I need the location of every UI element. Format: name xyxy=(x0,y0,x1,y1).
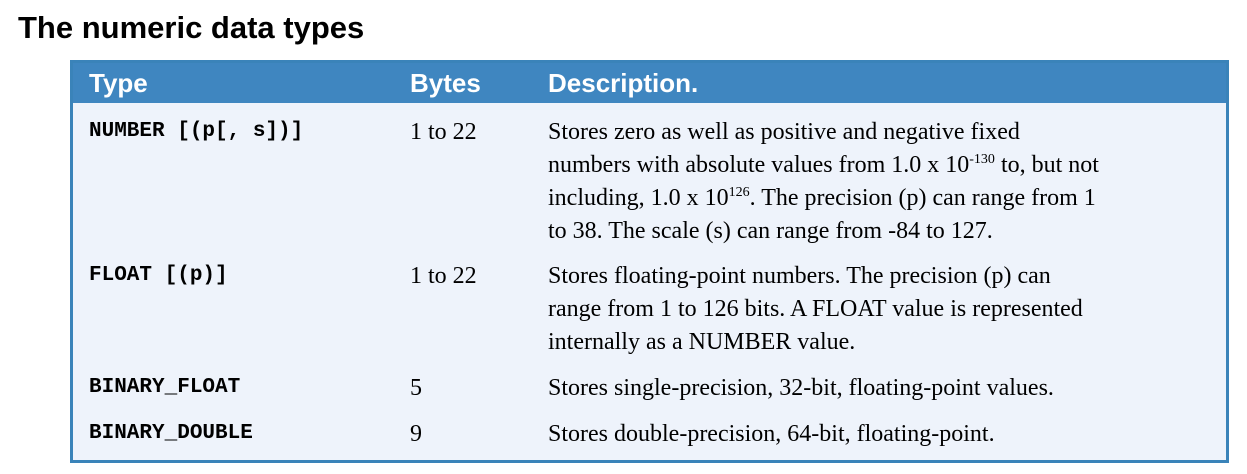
description-line: Stores zero as well as positive and nega… xyxy=(548,119,1020,145)
description-line: Stores floating-point numbers. The preci… xyxy=(548,263,1051,289)
bytes-cell: 5 xyxy=(410,375,422,401)
header-description: Description. xyxy=(548,68,699,98)
description-cell: Stores double-precision, 64-bit, floatin… xyxy=(548,418,1208,451)
description-text: to, but not xyxy=(994,152,1099,178)
description-cell: Stores zero as well as positive and nega… xyxy=(548,116,1208,248)
bytes-cell: 1 to 22 xyxy=(410,263,477,289)
description-line: Stores double-precision, 64-bit, floatin… xyxy=(548,421,995,447)
description-line: to 38. The scale (s) can range from -84 … xyxy=(548,218,993,244)
page-title: The numeric data types xyxy=(18,10,365,45)
description-line: including, 1.0 x 10126. The precision (p… xyxy=(548,182,1208,215)
bytes-cell: 9 xyxy=(410,421,422,447)
description-text: . The precision (p) can range from 1 xyxy=(749,185,1096,211)
description-cell: Stores floating-point numbers. The preci… xyxy=(548,260,1208,359)
description-text: including, 1.0 x 10 xyxy=(548,185,729,211)
type-cell: FLOAT [(p)] xyxy=(89,264,228,287)
description-text: numbers with absolute values from 1.0 x … xyxy=(548,152,970,178)
description-cell: Stores single-precision, 32-bit, floatin… xyxy=(548,372,1208,405)
bytes-cell: 1 to 22 xyxy=(410,119,477,145)
header-type: Type xyxy=(89,68,148,98)
numeric-types-table: Type Bytes Description. NUMBER [(p[, s])… xyxy=(70,60,1229,463)
table-header-row: Type Bytes Description. xyxy=(73,63,1226,103)
type-cell: BINARY_FLOAT xyxy=(89,376,241,399)
exponent: 126 xyxy=(728,185,750,200)
exponent: -130 xyxy=(969,152,995,167)
type-cell: NUMBER [(p[, s])] xyxy=(89,120,304,143)
description-line: internally as a NUMBER value. xyxy=(548,329,856,355)
header-bytes: Bytes xyxy=(410,68,481,98)
description-line: range from 1 to 126 bits. A FLOAT value … xyxy=(548,296,1083,322)
type-cell: BINARY_DOUBLE xyxy=(89,422,253,445)
description-line: numbers with absolute values from 1.0 x … xyxy=(548,149,1208,182)
description-line: Stores single-precision, 32-bit, floatin… xyxy=(548,375,1054,401)
